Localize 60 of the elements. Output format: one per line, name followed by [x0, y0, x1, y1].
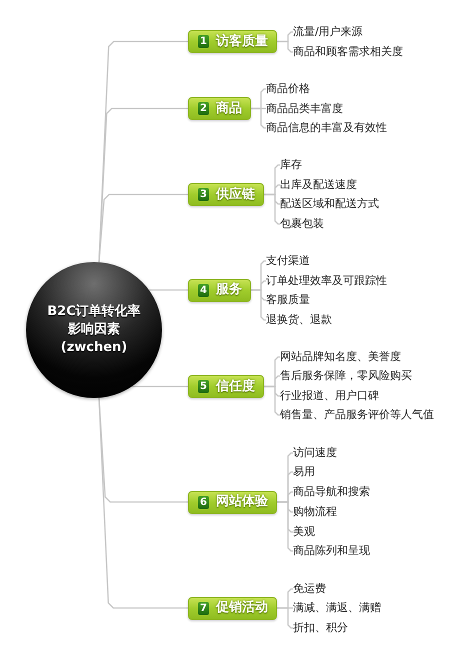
subtopic-text: 访问速度: [293, 446, 337, 460]
connector-line: [149, 289, 188, 291]
subtopic-text: 订单处理效率及可跟踪性: [266, 274, 387, 288]
number-badge: 5: [198, 380, 209, 393]
subtopic-text: 购物流程: [293, 505, 337, 519]
subtopic-text: 商品和顾客需求相关度: [293, 45, 403, 59]
connector-line: [277, 501, 293, 552]
subtopic-text: 免运费: [293, 582, 326, 596]
subtopic-text: 销售量、产品服务评价等人气值: [280, 408, 434, 422]
subtopic-text: 商品导航和搜索: [293, 485, 370, 499]
topic-label: 服务: [216, 282, 242, 298]
connector-line: [277, 40, 293, 53]
connector-line: [98, 194, 188, 262]
topic-box: [188, 596, 277, 620]
number-badge: 6: [198, 496, 209, 508]
number-badge: 4: [198, 284, 209, 296]
topic-label: 网站体验: [216, 494, 268, 510]
topic-box: [188, 278, 251, 302]
subtopic-text: 满减、满返、满赠: [293, 601, 381, 615]
connector-line: [98, 398, 188, 503]
subtopic-text: 商品品类丰富度: [266, 102, 343, 116]
subtopic-text: 网站品牌知名度、美誉度: [280, 350, 401, 364]
number-badge: 3: [198, 188, 209, 201]
connector-line: [251, 108, 266, 129]
topic-label: 促销活动: [216, 600, 268, 616]
number-badge: 1: [198, 35, 209, 48]
topic-box: [188, 490, 277, 514]
connector-line: [264, 194, 280, 225]
topic-box: [188, 97, 251, 120]
subtopic-text: 折扣、积分: [293, 621, 348, 635]
connector-line: [98, 398, 188, 609]
connector-line: [277, 607, 293, 629]
connector-line: [251, 289, 266, 321]
subtopic-text: 商品信息的丰富及有效性: [266, 121, 387, 135]
subtopic-text: 美观: [293, 525, 315, 539]
topic-box: [188, 30, 277, 53]
subtopic-text: 客服质量: [266, 293, 310, 307]
topic-label: 商品: [216, 100, 242, 116]
topic-box: [188, 375, 264, 398]
topic-label: 供应链: [216, 186, 255, 202]
subtopic-text: 退换货、退款: [266, 313, 332, 327]
subtopic-text: 行业报道、用户口碑: [280, 389, 379, 403]
subtopic-text: 出库及配送速度: [280, 178, 357, 192]
connector-line: [264, 386, 280, 416]
subtopic-text: 配送区域和配送方式: [280, 197, 379, 211]
topic-label: 访客质量: [216, 34, 268, 50]
subtopic-text: 支付渠道: [266, 254, 310, 268]
number-badge: 2: [198, 102, 209, 115]
central-topic-text: B2C订单转化率影响因素 (zwchen): [46, 303, 142, 357]
topic-box: [188, 183, 264, 206]
topic-label: 信任度: [216, 378, 255, 394]
subtopic-text: 流量/用户来源: [293, 25, 363, 39]
subtopic-text: 售后服务保障，零风险购买: [280, 369, 412, 383]
subtopic-text: 易用: [293, 465, 315, 479]
subtopic-text: 包裹包装: [280, 217, 324, 231]
subtopic-text: 商品价格: [266, 82, 310, 96]
connector-line: [132, 386, 188, 388]
subtopic-text: 库存: [280, 158, 302, 172]
number-badge: 7: [198, 602, 209, 614]
subtopic-text: 商品陈列和呈现: [293, 544, 370, 558]
